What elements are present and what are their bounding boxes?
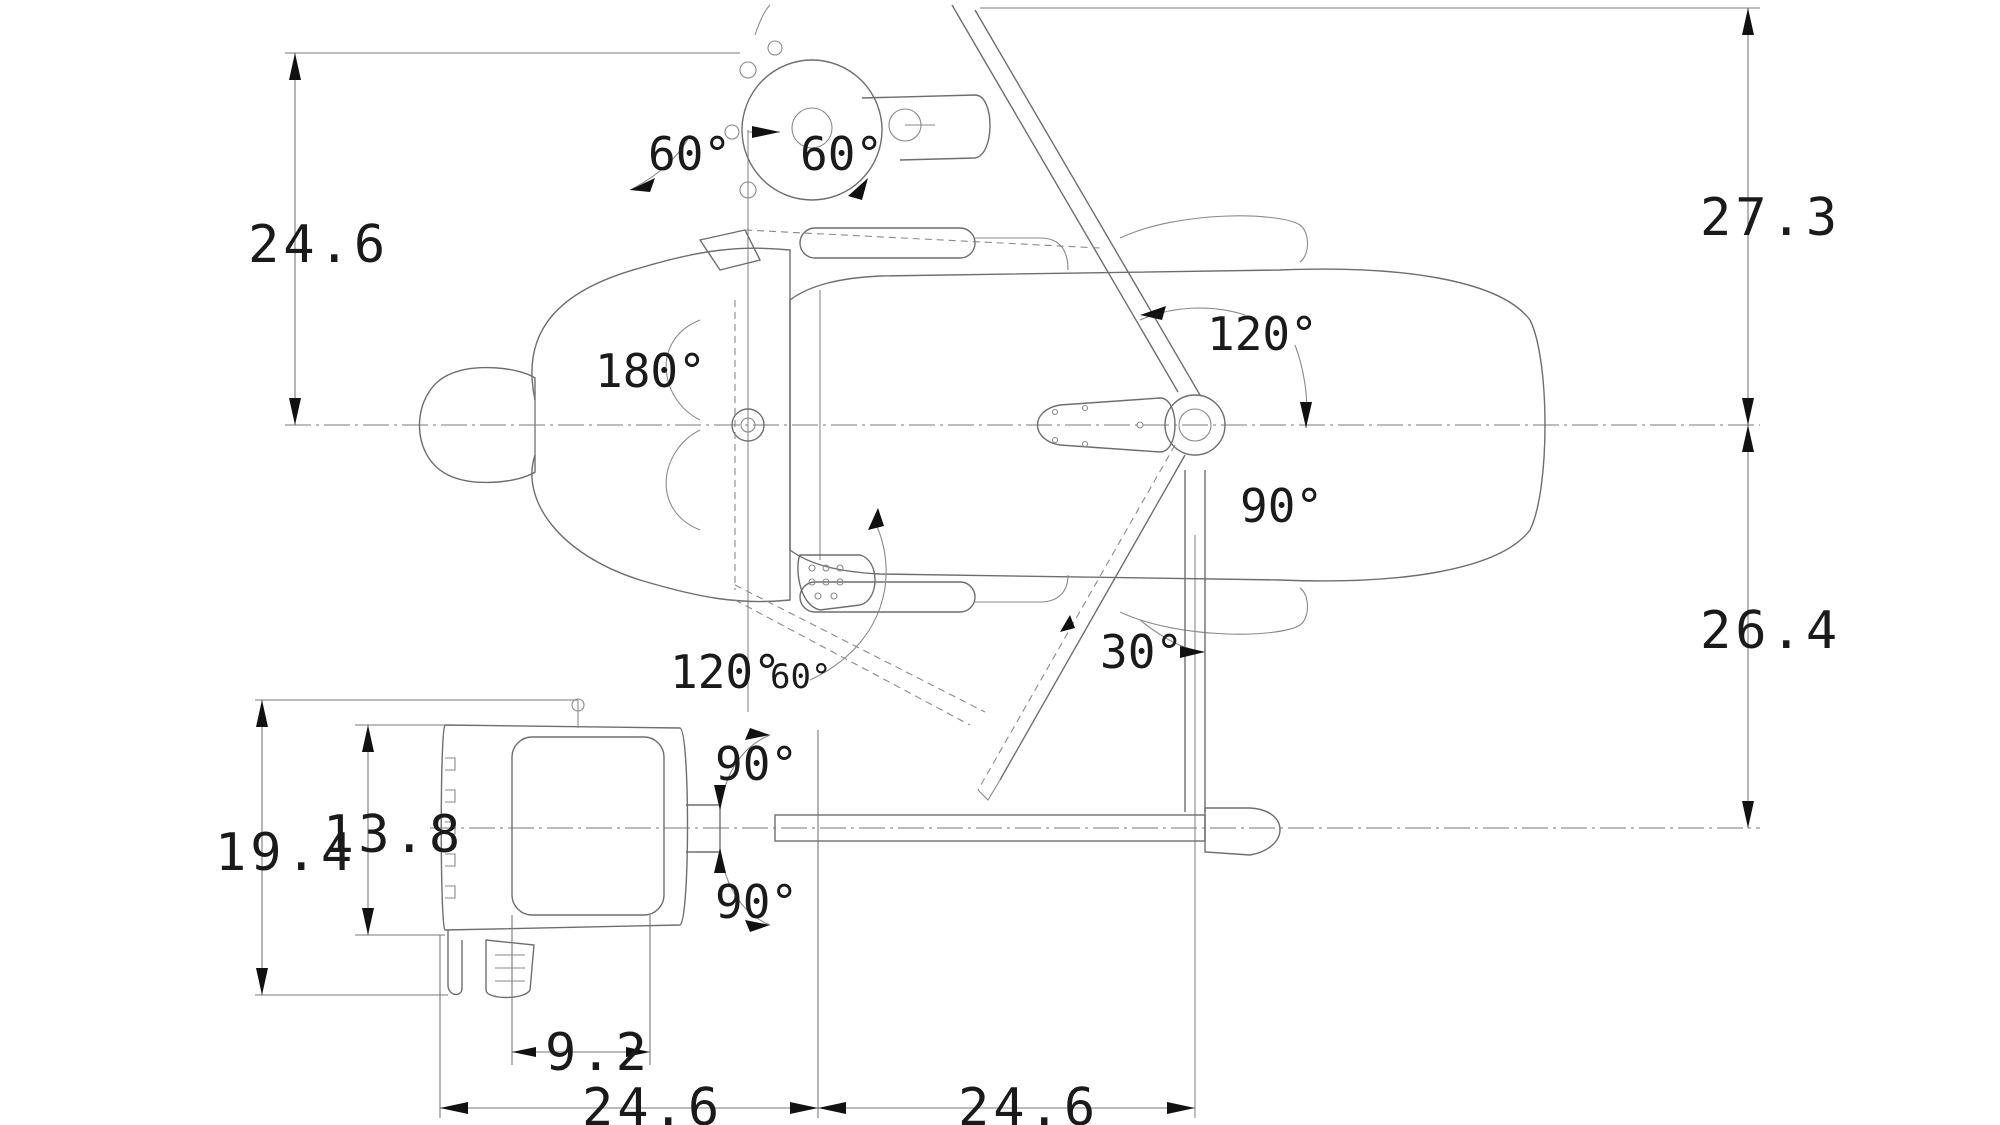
angle-arm-lower: 30° [1100, 625, 1183, 679]
angle-arm-right: 90° [1240, 479, 1323, 533]
dimension-tray-outer-height: 19.4 [215, 823, 356, 883]
operating-light [698, 4, 1101, 271]
angle-spittoon-outer: 120° [670, 645, 781, 699]
dimension-right-upper: 27.3 [1700, 188, 1841, 248]
chair-seat [789, 215, 1546, 635]
angle-labels: 60° 60° 180° 120° 90° 30° 120° 60° 90° 9… [595, 127, 1323, 929]
dimension-right-lower: 26.4 [1700, 601, 1841, 661]
angle-arm-upper: 120° [1207, 307, 1318, 361]
dimension-bottom-right: 24.6 [958, 1078, 1099, 1125]
arrowheads [256, 8, 1754, 1114]
angle-tray-upper: 90° [715, 737, 798, 791]
instrument-tray [440, 698, 689, 999]
angle-headrest-sweep: 180° [595, 344, 706, 398]
tray-arm [686, 804, 1281, 856]
armrest-upper [799, 227, 1069, 271]
spittoon-unit [734, 300, 986, 726]
dimension-labels: 24.6 27.3 26.4 19.4 13.8 9.2 24.6 24.6 [215, 188, 1841, 1125]
base-plate [1036, 397, 1176, 453]
headrest [418, 366, 536, 484]
angle-tray-lower: 90° [715, 875, 798, 929]
armrest-lower [799, 574, 1069, 613]
angle-spittoon-inner: 60° [770, 657, 831, 697]
centerlines [285, 130, 1760, 1118]
instrument-arm [951, 4, 1201, 801]
angle-light-left: 60° [648, 127, 731, 181]
dimension-lines [255, 7, 1760, 1118]
angle-light-right: 60° [800, 127, 883, 181]
arm-pivot [731, 394, 1226, 456]
dimension-left-upper: 24.6 [248, 215, 389, 275]
support-column [1184, 470, 1206, 812]
dimension-tray-inner-width: 9.2 [545, 1023, 651, 1083]
dimension-tray-inner-height: 13.8 [323, 805, 464, 865]
dimension-bottom-left: 24.6 [582, 1078, 723, 1125]
